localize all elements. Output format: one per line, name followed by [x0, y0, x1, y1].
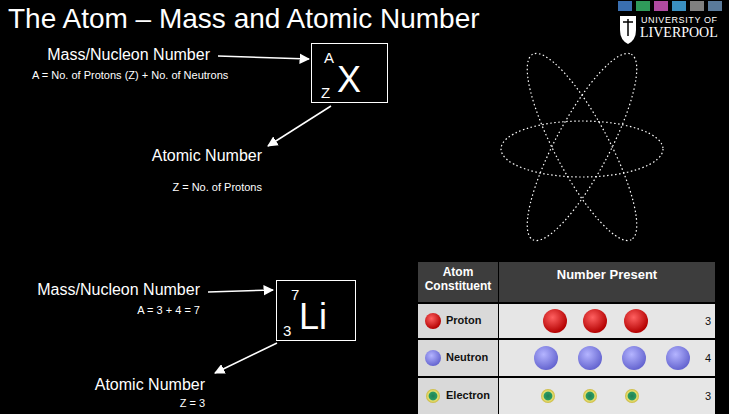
formula-note: A = No. of Protons (Z) + No. of Neutrons: [32, 69, 228, 82]
mass-number: A: [324, 50, 334, 65]
element-box: A ZX: [311, 43, 388, 103]
neutron-balls: [425, 346, 690, 370]
atomic-number: Z: [321, 85, 330, 100]
field-name: Atomic Number: [152, 147, 262, 165]
table-cell: Proton: [446, 314, 481, 327]
university-logo: [618, 1, 722, 44]
mass-number: 7: [291, 287, 299, 302]
element-symbol: X: [337, 62, 361, 98]
formula-note: Z = 3: [180, 397, 205, 410]
table-cell: 3: [705, 390, 711, 403]
field-name: Atomic Number: [95, 376, 205, 394]
logo-text: LIVERPOOL: [640, 25, 718, 41]
element-symbol: Li: [299, 299, 327, 335]
proton-balls: [425, 309, 648, 333]
field-name: Mass/Nucleon Number: [47, 46, 210, 64]
leader-arrows: [208, 56, 331, 373]
element-box: 7 3 Li: [276, 280, 356, 341]
formula-note: A = 3 + 4 = 7: [137, 304, 200, 317]
table-header: Number Present: [499, 268, 715, 283]
table-cell: Neutron: [446, 351, 488, 364]
slide-title: The Atom – Mass and Atomic Number: [8, 3, 480, 35]
table-cell: Electron: [446, 389, 490, 402]
electron-balls: [426, 389, 639, 403]
atom-orbits: [501, 42, 663, 253]
formula-note: Z = No. of Protons: [172, 181, 262, 194]
logo-text: UNIVERSITY OF: [641, 15, 718, 25]
atomic-number: 3: [283, 323, 291, 338]
constituent-table: [418, 262, 715, 414]
table-cell: 4: [705, 352, 711, 365]
table-header: Atom Constituent: [418, 266, 498, 294]
field-name: Mass/Nucleon Number: [37, 281, 200, 299]
table-cell: 3: [705, 315, 711, 328]
